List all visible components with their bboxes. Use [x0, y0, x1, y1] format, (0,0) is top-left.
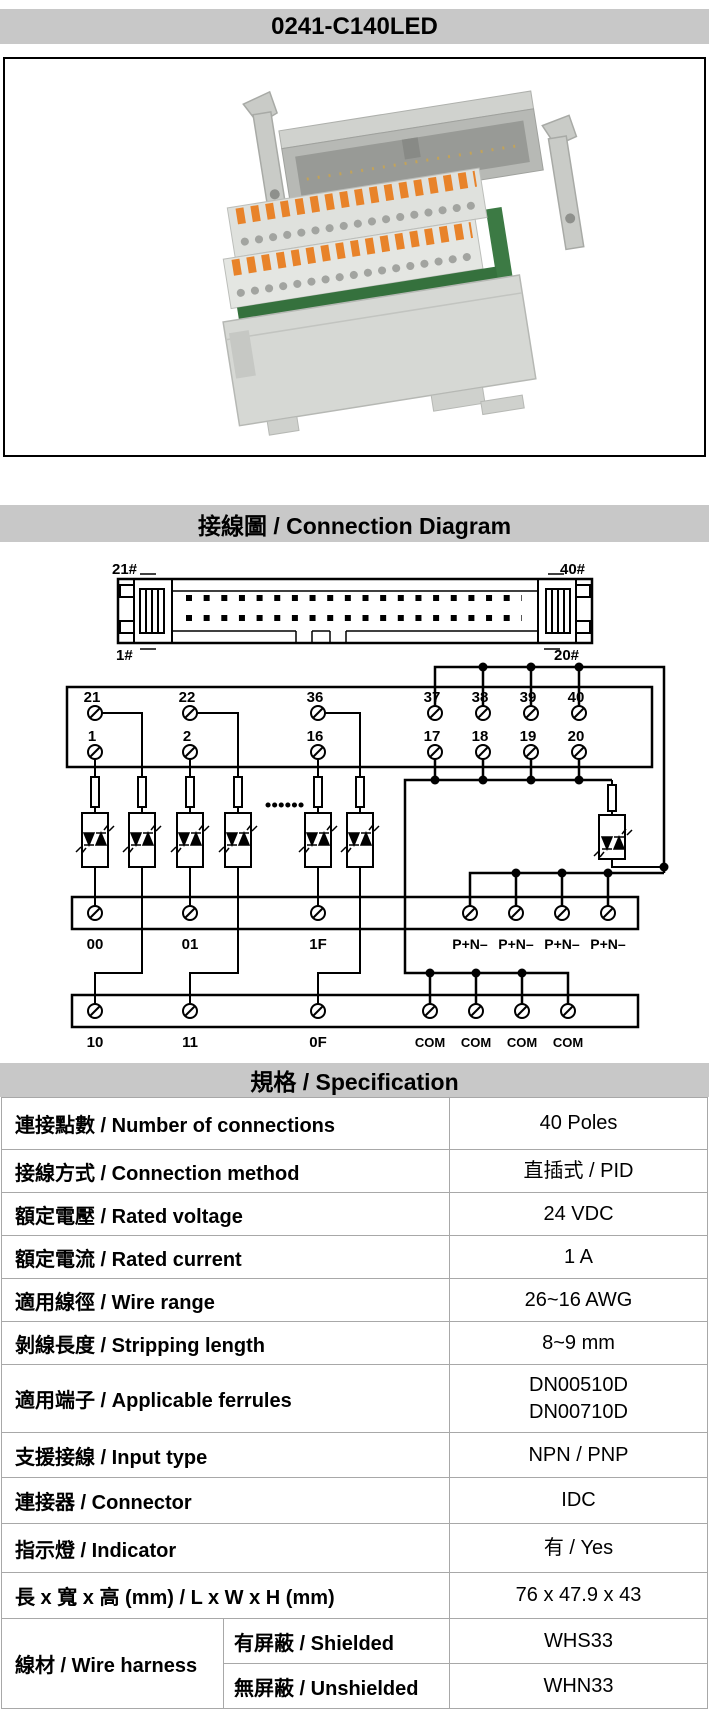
idc-latch-left [242, 90, 290, 227]
product-photo [222, 90, 585, 436]
spec-value: WHN33 [450, 1664, 708, 1709]
spec-label: 連接器 / Connector [2, 1478, 450, 1524]
terminal-label: 17 [424, 728, 441, 745]
resistors [90, 776, 365, 808]
terminal-label: 22 [179, 689, 196, 706]
page-title: 0241-C140LED [0, 9, 709, 44]
spec-value-multiline: DN00510D DN00710D [450, 1365, 708, 1433]
terminal-label: 21 [84, 689, 101, 706]
terminal-label: 18 [472, 728, 489, 745]
com-bus [403, 759, 612, 1004]
strip-label-com: COM [553, 1035, 583, 1050]
terminal-label: 38 [472, 689, 489, 706]
spec-value: 24 VDC [450, 1193, 708, 1236]
com-bus-junctions [425, 775, 584, 978]
spec-label: 適用端子 / Applicable ferrules [2, 1365, 450, 1433]
spec-value: NPN / PNP [450, 1433, 708, 1478]
terminal-row-back [226, 167, 488, 258]
strip-label-10: 10 [87, 1034, 104, 1051]
strip-label-pn: P+N– [498, 936, 534, 952]
strip-label-com: COM [507, 1035, 537, 1050]
spec-label: 剝線長度 / Stripping length [2, 1322, 450, 1365]
strip-label-com: COM [461, 1035, 491, 1050]
spec-label: 指示燈 / Indicator [2, 1524, 450, 1573]
pn-bus-junctions [511, 868, 613, 878]
strip-label-11: 11 [182, 1034, 198, 1051]
spec-label: 額定電流 / Rated current [2, 1236, 450, 1279]
idc-connector-drawing [116, 573, 594, 650]
product-photo-frame [3, 57, 706, 457]
spec-label: 支援接線 / Input type [2, 1433, 450, 1478]
spec-value: 有 / Yes [450, 1524, 708, 1573]
strip-label-com: COM [415, 1035, 445, 1050]
spec-label: 長 x 寬 x 高 (mm) / L x W x H (mm) [2, 1573, 450, 1619]
spec-label: 連接點數 / Number of connections [2, 1098, 450, 1150]
connection-diagram-heading: 接線圖 / Connection Diagram [0, 505, 709, 542]
pcb-edge [485, 206, 513, 281]
spec-label: 適用線徑 / Wire range [2, 1279, 450, 1322]
spec-value-line: DN00710D [529, 1400, 628, 1423]
upper-bus [433, 665, 666, 873]
strip-label-1F: 1F [309, 936, 327, 953]
branch-wires [94, 712, 361, 1004]
terminal-label: 19 [520, 728, 537, 745]
terminal-label: 37 [424, 689, 441, 706]
terminal-label: 2 [183, 728, 191, 745]
spec-value: 76 x 47.9 x 43 [450, 1573, 708, 1619]
strip-label-pn: P+N– [590, 936, 626, 952]
idc-latch-right [541, 114, 585, 251]
spec-value: 40 Poles [450, 1098, 708, 1150]
upper-strip [70, 895, 640, 931]
spec-value: 1 A [450, 1236, 708, 1279]
lower-strip [70, 993, 640, 1029]
pcb-front [237, 266, 498, 320]
idc-header [278, 90, 544, 211]
led-return-junction [659, 862, 669, 872]
spec-value: 直插式 / PID [450, 1150, 708, 1193]
spec-table: 連接點數 / Number of connections 40 Poles 接線… [1, 1097, 708, 1709]
terminal-symbols [87, 705, 616, 1019]
strip-label-01: 01 [182, 936, 199, 953]
strip-label-pn: P+N– [544, 936, 580, 952]
spec-value: 8~9 mm [450, 1322, 708, 1365]
upper-bus-junctions [478, 662, 584, 672]
terminal-label: 16 [307, 728, 324, 745]
strip-label-0F: 0F [309, 1034, 327, 1051]
spec-label: 額定電壓 / Rated voltage [2, 1193, 450, 1236]
terminal-label: 36 [307, 689, 324, 706]
connection-diagram: 21# 40# 1# 20# 21 22 36 37 38 39 40 1 2 … [65, 561, 669, 1051]
terminal-label: 1 [88, 728, 96, 745]
spec-label-wire-harness: 線材 / Wire harness [2, 1619, 224, 1709]
spec-value: IDC [450, 1478, 708, 1524]
connector-label-21: 21# [112, 561, 138, 578]
spec-sublabel-shielded: 有屏蔽 / Shielded [224, 1619, 450, 1664]
spec-label: 接線方式 / Connection method [2, 1150, 450, 1193]
spec-value: 26~16 AWG [450, 1279, 708, 1322]
din-base [222, 274, 537, 436]
led-glyphs [75, 824, 633, 858]
led-indicators [81, 812, 374, 868]
terminal-label: 40 [568, 689, 585, 706]
diagram-labels: 21# 40# 1# 20# 21 22 36 37 38 39 40 1 2 … [84, 561, 626, 1051]
connector-label-1: 1# [116, 647, 133, 664]
terminal-label: 39 [520, 689, 537, 706]
connector-label-20: 20# [554, 647, 580, 664]
connector-label-40: 40# [560, 561, 586, 578]
spec-value: WHS33 [450, 1619, 708, 1664]
pn-bus [468, 871, 664, 906]
spec-value-line: DN00510D [529, 1373, 628, 1396]
terminal-label: 20 [568, 728, 585, 745]
strip-label-pn: P+N– [452, 936, 488, 952]
strip-label-00: 00 [87, 936, 104, 953]
specification-heading: 規格 / Specification [0, 1063, 709, 1097]
spec-sublabel-unshielded: 無屏蔽 / Unshielded [224, 1664, 450, 1709]
power-led-branch [598, 780, 664, 868]
